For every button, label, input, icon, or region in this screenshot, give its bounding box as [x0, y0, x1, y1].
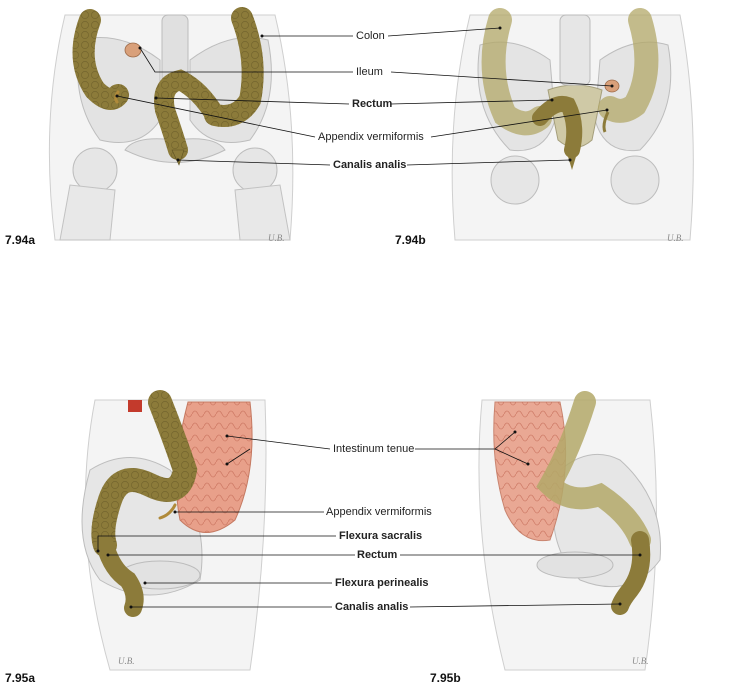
figure-7-94a-illustration [48, 7, 353, 241]
artist-signature: U.B. [268, 233, 285, 243]
femur-head-95b [536, 551, 614, 579]
rectum-95a [96, 536, 144, 617]
leader-lines-95b [400, 431, 640, 608]
leader-lines-95a [97, 435, 355, 608]
colon-ascending-94b [598, 8, 659, 123]
label-appendix-94: Appendix vermiformis [318, 131, 424, 143]
leader-dots-94b [498, 26, 614, 162]
femur-shaft-left-94a [59, 184, 116, 241]
label-rectum-94: Rectum [352, 98, 393, 110]
colon-descending-94b [481, 8, 552, 136]
leader-dots-95a [96, 434, 229, 609]
leader-dots-94a [115, 34, 264, 162]
figure-7-94b-illustration [387, 8, 694, 241]
leader-lines-94a [116, 35, 353, 166]
anal-canal-94a [171, 149, 185, 166]
femur-head-left-94b [490, 155, 540, 205]
figure-number-7-94b: 7.94b [395, 233, 426, 247]
label-flexura-sacralis-95: Flexura sacralis [339, 530, 423, 542]
anal-canal-94b [566, 150, 578, 170]
label-flexura-perinealis-95: Flexura perinealis [335, 577, 429, 589]
rectum-94b [532, 95, 583, 158]
appendix-94b [602, 111, 610, 133]
figure-number-7-95b: 7.95b [430, 671, 461, 685]
leader-dots-95b [513, 430, 642, 606]
label-rectum-95: Rectum [357, 549, 398, 561]
label-intestinum-95: Intestinum tenue [333, 443, 415, 455]
spine-94b [559, 14, 591, 86]
femur-shaft-right-94a [234, 184, 291, 241]
femur-head-left-94a [72, 147, 118, 193]
label-canalis-94: Canalis analis [333, 159, 407, 171]
femur-head-right-94b [610, 155, 660, 205]
figure-7-95a-illustration [81, 390, 355, 671]
appendix-95a [158, 503, 177, 520]
colon-95b [536, 391, 651, 551]
ileum-94a [124, 42, 142, 58]
label-appendix-95: Appendix vermiformis [326, 506, 432, 518]
leader-lines-94b [387, 27, 613, 166]
figure-7-95b-illustration [400, 391, 661, 671]
artist-signature: U.B. [118, 656, 135, 666]
rectum-95b [611, 531, 651, 615]
red-structure-95a [128, 400, 142, 412]
appendix-94a [114, 90, 120, 104]
artist-signature: U.B. [632, 656, 649, 666]
label-ileum-94: Ileum [356, 66, 383, 78]
figure-number-7-95a: 7.95a [5, 671, 36, 685]
label-canalis-95: Canalis analis [335, 601, 409, 613]
femur-head-right-94a [232, 147, 278, 193]
label-colon-94: Colon [356, 30, 385, 42]
figure-number-7-94a: 7.94a [5, 233, 36, 247]
artist-signature: U.B. [667, 233, 684, 243]
